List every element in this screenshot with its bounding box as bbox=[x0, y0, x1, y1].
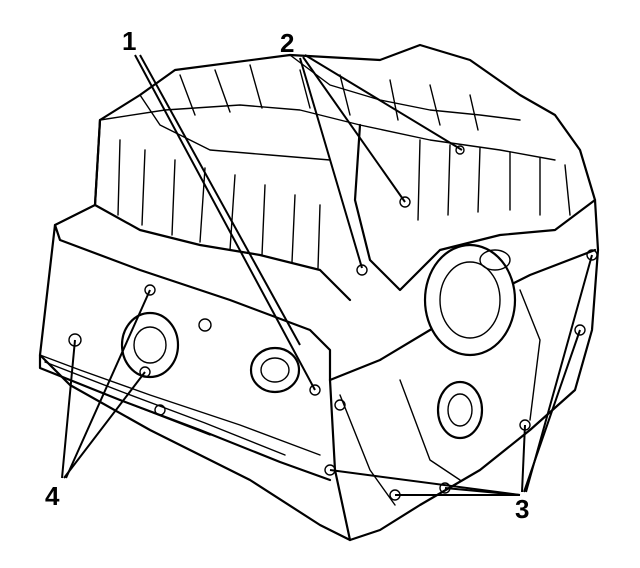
leader-4a bbox=[61, 339, 76, 479]
bolt-hole bbox=[574, 324, 586, 336]
seal-lip bbox=[479, 249, 511, 271]
bolt-hole bbox=[144, 284, 156, 296]
bolt-hole bbox=[455, 145, 465, 155]
front-cam-bore bbox=[249, 346, 301, 394]
front-face bbox=[53, 223, 332, 382]
leader-lines bbox=[61, 54, 593, 496]
callout-labels: 1 2 3 4 bbox=[45, 26, 529, 524]
engine-block-illustration bbox=[38, 43, 600, 542]
left-bank-side bbox=[93, 118, 352, 302]
leader-1b bbox=[139, 54, 301, 346]
callout-3-label: 3 bbox=[515, 494, 529, 524]
rear-flange bbox=[339, 289, 541, 506]
leader-3d bbox=[521, 424, 526, 493]
rear-main-seal-opening bbox=[423, 243, 517, 357]
leader-1a bbox=[134, 54, 316, 391]
left-bank-ribs bbox=[117, 139, 321, 269]
leader-3a bbox=[329, 469, 521, 496]
top-deck bbox=[99, 104, 556, 161]
bolt-hole bbox=[334, 399, 346, 411]
right-bank-ribs bbox=[417, 139, 571, 221]
leader-3f bbox=[525, 254, 593, 493]
leader-2b bbox=[302, 56, 406, 203]
bolt-hole bbox=[139, 366, 151, 378]
leader-4b bbox=[63, 371, 146, 479]
leader-3c bbox=[444, 487, 521, 496]
pan-rail-detail bbox=[44, 361, 286, 456]
valley-rail-left bbox=[139, 94, 331, 161]
leader-2a bbox=[304, 54, 463, 151]
front-port bbox=[120, 311, 180, 379]
leader-2c bbox=[299, 57, 363, 269]
front-cam-bore-inner bbox=[260, 357, 290, 383]
callout-1-label: 1 bbox=[122, 26, 136, 56]
front-face-lower bbox=[39, 354, 321, 456]
bolt-hole bbox=[198, 318, 212, 332]
cam-bore-inner bbox=[447, 393, 473, 427]
valley-ribs bbox=[179, 64, 479, 131]
callout-4-label: 4 bbox=[45, 481, 60, 511]
bolt-holes bbox=[68, 145, 598, 501]
bolt-hole bbox=[586, 249, 598, 261]
callout-2-label: 2 bbox=[280, 28, 294, 58]
right-bank-side bbox=[353, 123, 597, 292]
bolt-hole bbox=[399, 196, 411, 208]
bolt-hole bbox=[309, 384, 321, 396]
rear-main-seal-inner bbox=[439, 261, 501, 339]
leader-4c bbox=[65, 289, 151, 479]
cam-bore bbox=[436, 380, 484, 440]
valley-rail-right bbox=[289, 54, 521, 121]
front-port-inner bbox=[133, 326, 167, 364]
